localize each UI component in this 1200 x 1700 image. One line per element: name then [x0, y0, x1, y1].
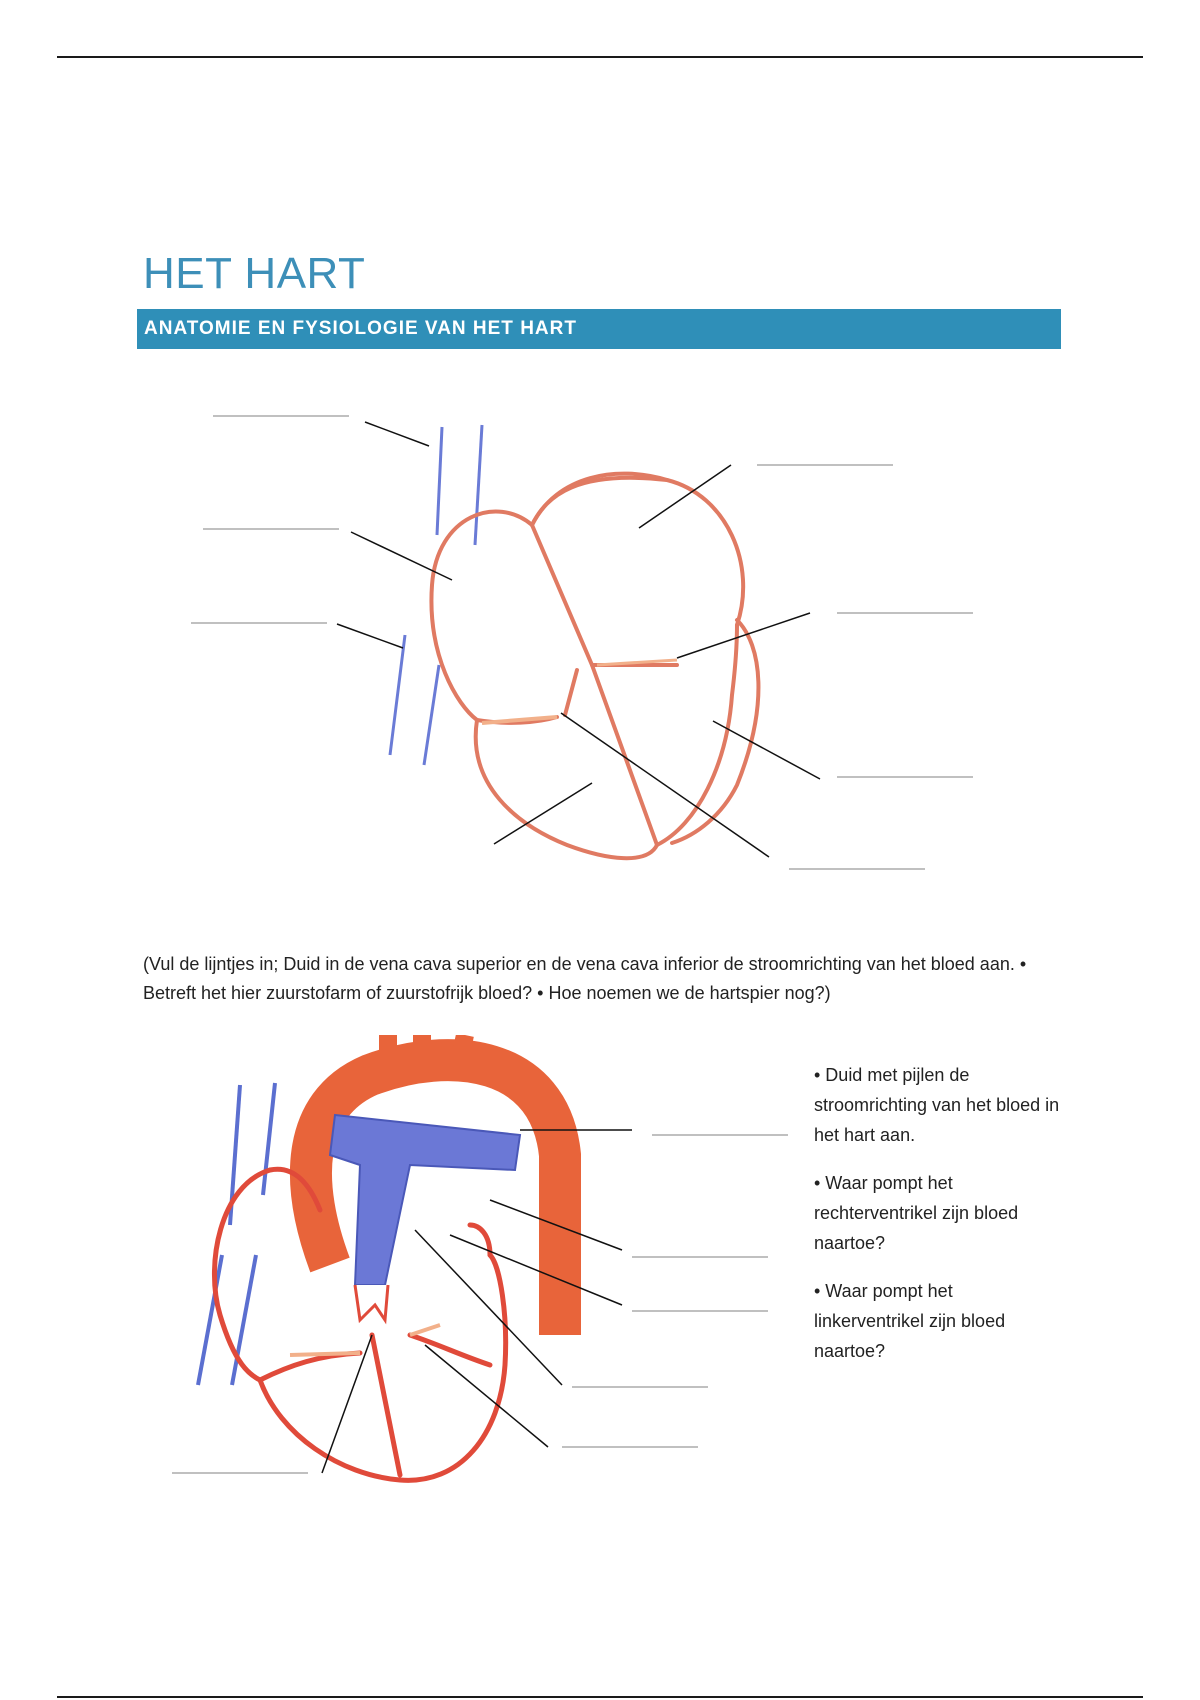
question-item: • Waar pompt het linkerventrikel zijn bl…: [814, 1281, 1006, 1361]
heart-external-diagram: [191, 415, 973, 870]
section-heading-band: ANATOMIE EN FYSIOLOGIE VAN HET HART: [137, 309, 1061, 349]
question-item: • Duid met pijlen de stroomrichting van …: [814, 1065, 1060, 1145]
section-heading: ANATOMIE EN FYSIOLOGIE VAN HET HART: [144, 318, 577, 339]
bottom-rule: [57, 1696, 1143, 1698]
page-title: HET HART: [143, 249, 366, 299]
question-item: • Waar pompt het rechterventrikel zijn b…: [814, 1173, 1019, 1253]
top-rule: [57, 56, 1143, 58]
heart-internal-diagram: [172, 1035, 788, 1483]
instruction-text: (Vul de lijntjes in; Duid in de vena cav…: [143, 954, 1027, 1003]
question-list: • Duid met pijlen de stroomrichting van …: [814, 1060, 1064, 1384]
